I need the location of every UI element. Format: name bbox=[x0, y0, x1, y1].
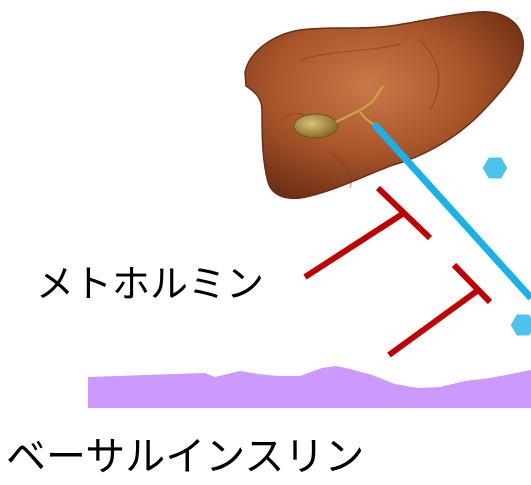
insulin-profile-band bbox=[88, 366, 531, 408]
metformin-label: メトホルミン bbox=[36, 265, 264, 303]
glucose-molecule-icon bbox=[481, 156, 509, 180]
basal-insulin-label: ベーサルインスリン bbox=[6, 437, 364, 477]
metformin-inhibition-arrow bbox=[305, 188, 430, 277]
glucose-molecule-icon bbox=[509, 313, 531, 337]
basal-insulin-inhibition-arrow bbox=[389, 265, 490, 355]
glucose-output-line bbox=[374, 124, 531, 298]
